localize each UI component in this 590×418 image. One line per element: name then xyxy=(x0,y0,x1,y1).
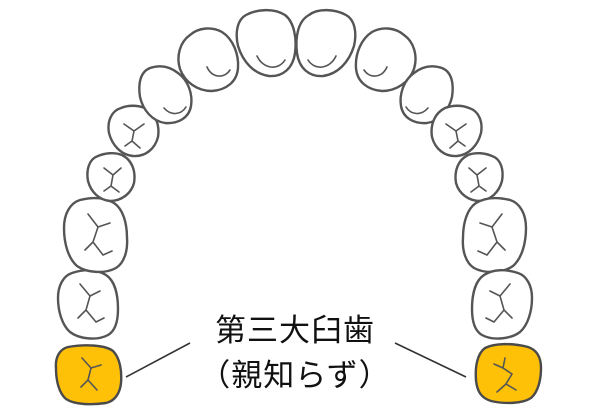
tooth-upper-left-first-molar xyxy=(461,196,528,274)
tooth-upper-right-second-premolar xyxy=(86,152,136,203)
leader-line-right-third-molar xyxy=(125,342,191,378)
tooth-upper-left-second-molar xyxy=(470,269,534,340)
tooth-upper-left-second-premolar xyxy=(454,152,504,203)
tooth-upper-right-second-molar xyxy=(56,269,120,340)
tooth-upper-right-central-incisor xyxy=(235,8,297,78)
tooth-upper-right-canine xyxy=(138,65,193,125)
tooth-upper-left-first-premolar xyxy=(430,104,483,158)
tooth-upper-left-central-incisor xyxy=(295,8,357,78)
tooth-upper-right-first-molar xyxy=(62,196,129,274)
tooth-upper-right-third-molar xyxy=(54,344,123,406)
tooth-upper-left-lateral-incisor xyxy=(354,27,417,93)
third-molar-label: 第三大臼歯 xyxy=(215,313,375,349)
tooth-upper-left-third-molar xyxy=(474,342,543,405)
tooth-upper-right-lateral-incisor xyxy=(177,27,240,93)
leader-line-left-third-molar xyxy=(394,342,467,378)
wisdom-tooth-label: （親知らず） xyxy=(199,358,391,394)
